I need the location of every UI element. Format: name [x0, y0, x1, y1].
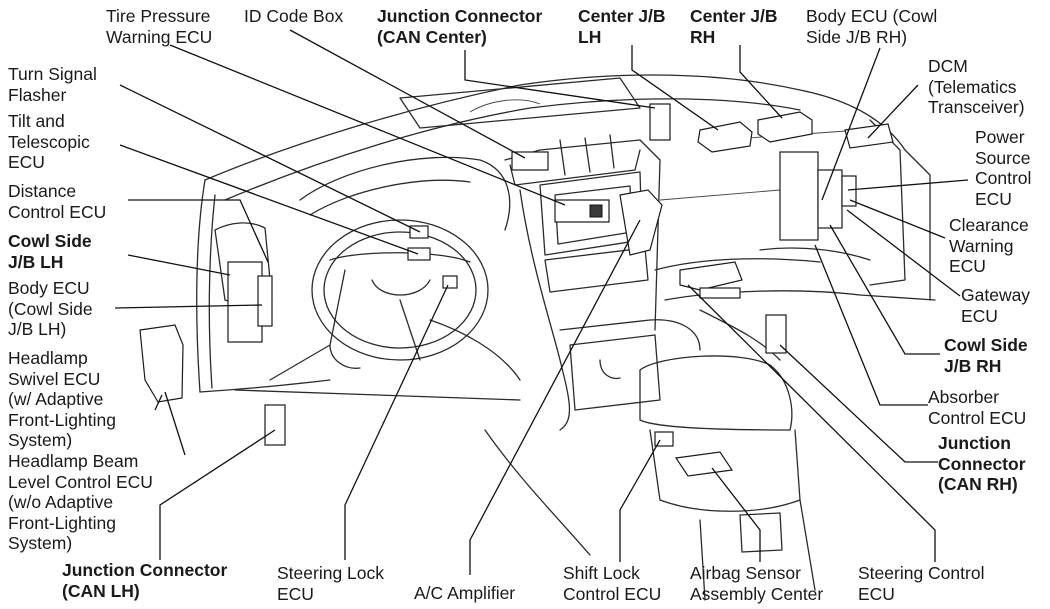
- center-jb-rh-part: [757, 111, 813, 143]
- label-center-jb-rh: Center J/B RH: [690, 6, 778, 47]
- steering-lock-part: [442, 275, 458, 289]
- label-body-ecu-cowl-side-jb-rh: Body ECU (Cowl Side J/B RH): [806, 6, 938, 47]
- label-gateway-ecu: Gateway ECU: [961, 285, 1031, 326]
- label-turn-signal-flasher: Turn Signal Flasher: [8, 64, 97, 105]
- airbag-sensor-part: [674, 451, 734, 477]
- label-cowl-side-jb-lh: Cowl Side J/B LH: [8, 231, 92, 272]
- label-headlamp-swivel-ecu: Headlamp Swivel ECU (w/ Adaptive Front-L…: [8, 348, 116, 450]
- label-shift-lock-control-ecu: Shift Lock Control ECU: [563, 563, 662, 604]
- absorber-part: [679, 261, 743, 291]
- label-junction-connector-can-center: Junction Connector (CAN Center): [377, 6, 543, 47]
- label-junction-connector-can-rh: Junction Connector (CAN RH): [938, 433, 1026, 494]
- cowl-side-jb-lh-part: [227, 261, 263, 343]
- label-distance-control-ecu: Distance Control ECU: [8, 181, 107, 222]
- label-body-ecu-cowl-side-jb-lh: Body ECU (Cowl Side J/B LH): [8, 278, 93, 339]
- id-code-box-part: [511, 151, 549, 171]
- label-id-code-box: ID Code Box: [244, 6, 344, 26]
- body-ecu-lh-part: [257, 275, 273, 327]
- components: [139, 103, 894, 477]
- steering-control-part: [699, 287, 741, 299]
- leader-lines: [114, 29, 969, 575]
- label-clearance-warning-ecu: Clearance Warning ECU: [949, 215, 1029, 276]
- label-headlamp-beam-level-control-ecu: Headlamp Beam Level Control ECU (w/o Ada…: [8, 451, 153, 553]
- label-tilt-telescopic-ecu: Tilt and Telescopic ECU: [8, 111, 90, 172]
- label-center-jb-lh: Center J/B LH: [578, 6, 666, 47]
- center-jb-lh-part: [697, 121, 753, 153]
- label-power-source-control-ecu: Power Source Control ECU: [975, 127, 1032, 209]
- jc-can-center-part: [649, 103, 671, 141]
- jc-can-rh-part: [765, 314, 787, 354]
- power-source-part: [841, 175, 857, 207]
- shift-lock-part: [654, 431, 674, 447]
- label-steering-lock-ecu: Steering Lock ECU: [277, 563, 385, 604]
- label-steering-control-ecu: Steering Control ECU: [858, 563, 985, 604]
- label-tire-pressure-warning-ecu: Tire Pressure Warning ECU: [106, 6, 213, 47]
- dashboard-outline: [196, 74, 936, 601]
- tilt-telescopic-part: [407, 247, 431, 261]
- label-airbag-sensor-assembly-center: Airbag Sensor Assembly Center: [690, 563, 824, 604]
- label-ac-amplifier: A/C Amplifier: [414, 583, 516, 603]
- label-cowl-side-jb-rh: Cowl Side J/B RH: [944, 335, 1028, 376]
- headlamp-swivel-part: [139, 324, 184, 403]
- label-dcm: DCM (Telematics Transceiver): [928, 56, 1025, 117]
- label-absorber-control-ecu: Absorber Control ECU: [928, 387, 1027, 428]
- jc-can-lh-part: [264, 404, 286, 446]
- cowl-side-jb-rh-part: [779, 151, 819, 241]
- label-junction-connector-can-lh: Junction Connector (CAN LH): [62, 560, 228, 601]
